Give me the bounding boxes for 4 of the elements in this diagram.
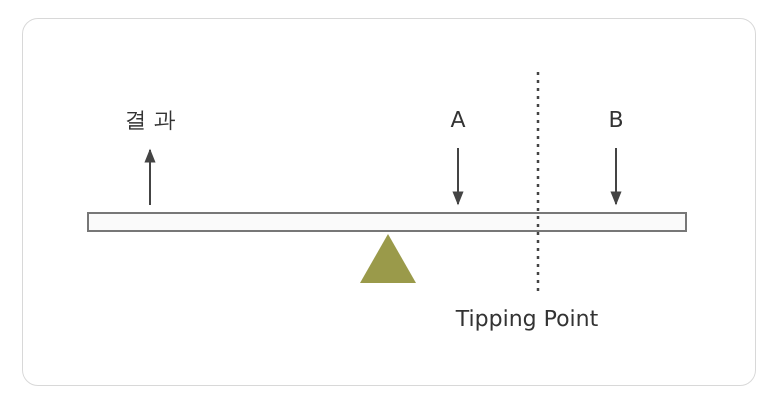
result-label: 결 과 xyxy=(124,108,176,134)
force-label: A xyxy=(450,108,466,134)
tipping-point-label: Tipping Point xyxy=(456,307,598,333)
force-label: B xyxy=(608,108,624,134)
